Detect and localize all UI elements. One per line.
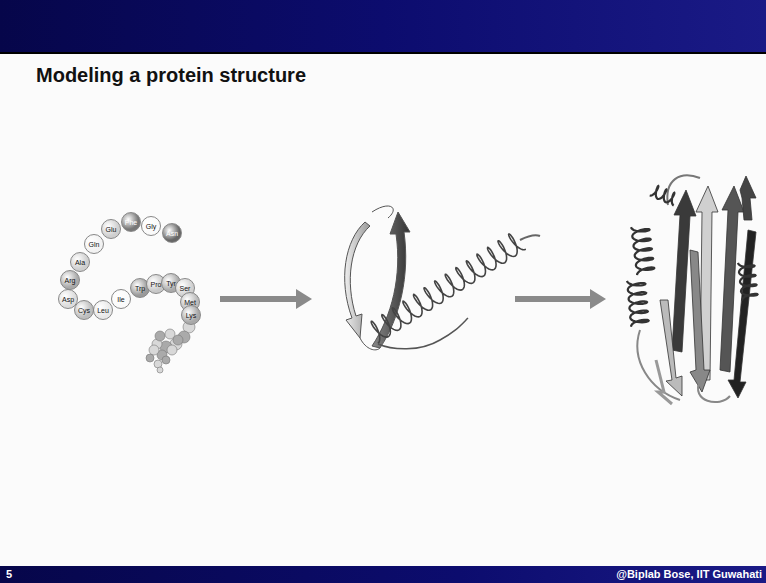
amino-acid-bead: Lys bbox=[181, 305, 201, 325]
header-bar bbox=[0, 0, 766, 54]
residue-name: Ile bbox=[117, 296, 124, 303]
residue-name: Phe bbox=[125, 219, 137, 226]
residue-name: Gln bbox=[89, 241, 100, 248]
amino-acid-bead: Ala bbox=[70, 252, 90, 272]
amino-acid-bead: Phe bbox=[121, 212, 141, 232]
slide-title: Modeling a protein structure bbox=[36, 64, 306, 87]
slide-number: 5 bbox=[6, 568, 12, 580]
amino-acid-bead: Gly bbox=[141, 216, 161, 236]
folded-protein bbox=[637, 175, 756, 404]
amino-acid-bead: Gln bbox=[84, 234, 104, 254]
amino-acid-bead: Cys bbox=[74, 300, 94, 320]
residue-name: Asn bbox=[166, 230, 178, 237]
residue-name: Cys bbox=[78, 307, 90, 314]
residue-name: Lys bbox=[186, 312, 197, 319]
residue-name: Glu bbox=[106, 226, 117, 233]
alpha-helix bbox=[371, 234, 526, 343]
amino-acid-bead: Asn bbox=[162, 223, 182, 243]
bead-tail bbox=[146, 321, 195, 373]
residue-name: Arg bbox=[65, 277, 76, 284]
residue-name: Leu bbox=[97, 307, 109, 314]
amino-acid-bead: Glu bbox=[101, 219, 121, 239]
residue-name: Trp bbox=[135, 285, 145, 292]
residue-name: Ser bbox=[180, 285, 191, 292]
amino-acid-bead: Leu bbox=[93, 300, 113, 320]
residue-name: Ala bbox=[75, 259, 85, 266]
residue-name: Asp bbox=[62, 296, 74, 303]
residue-name: Gly bbox=[146, 223, 157, 230]
amino-acid-bead: Ile bbox=[111, 289, 131, 309]
amino-acid-bead: Arg bbox=[60, 270, 80, 290]
credit-text: @Biplab Bose, IIT Guwahati bbox=[616, 568, 762, 580]
alpha-helix bbox=[627, 186, 758, 327]
process-arrow bbox=[220, 289, 606, 309]
residue-name: Pro bbox=[151, 281, 162, 288]
